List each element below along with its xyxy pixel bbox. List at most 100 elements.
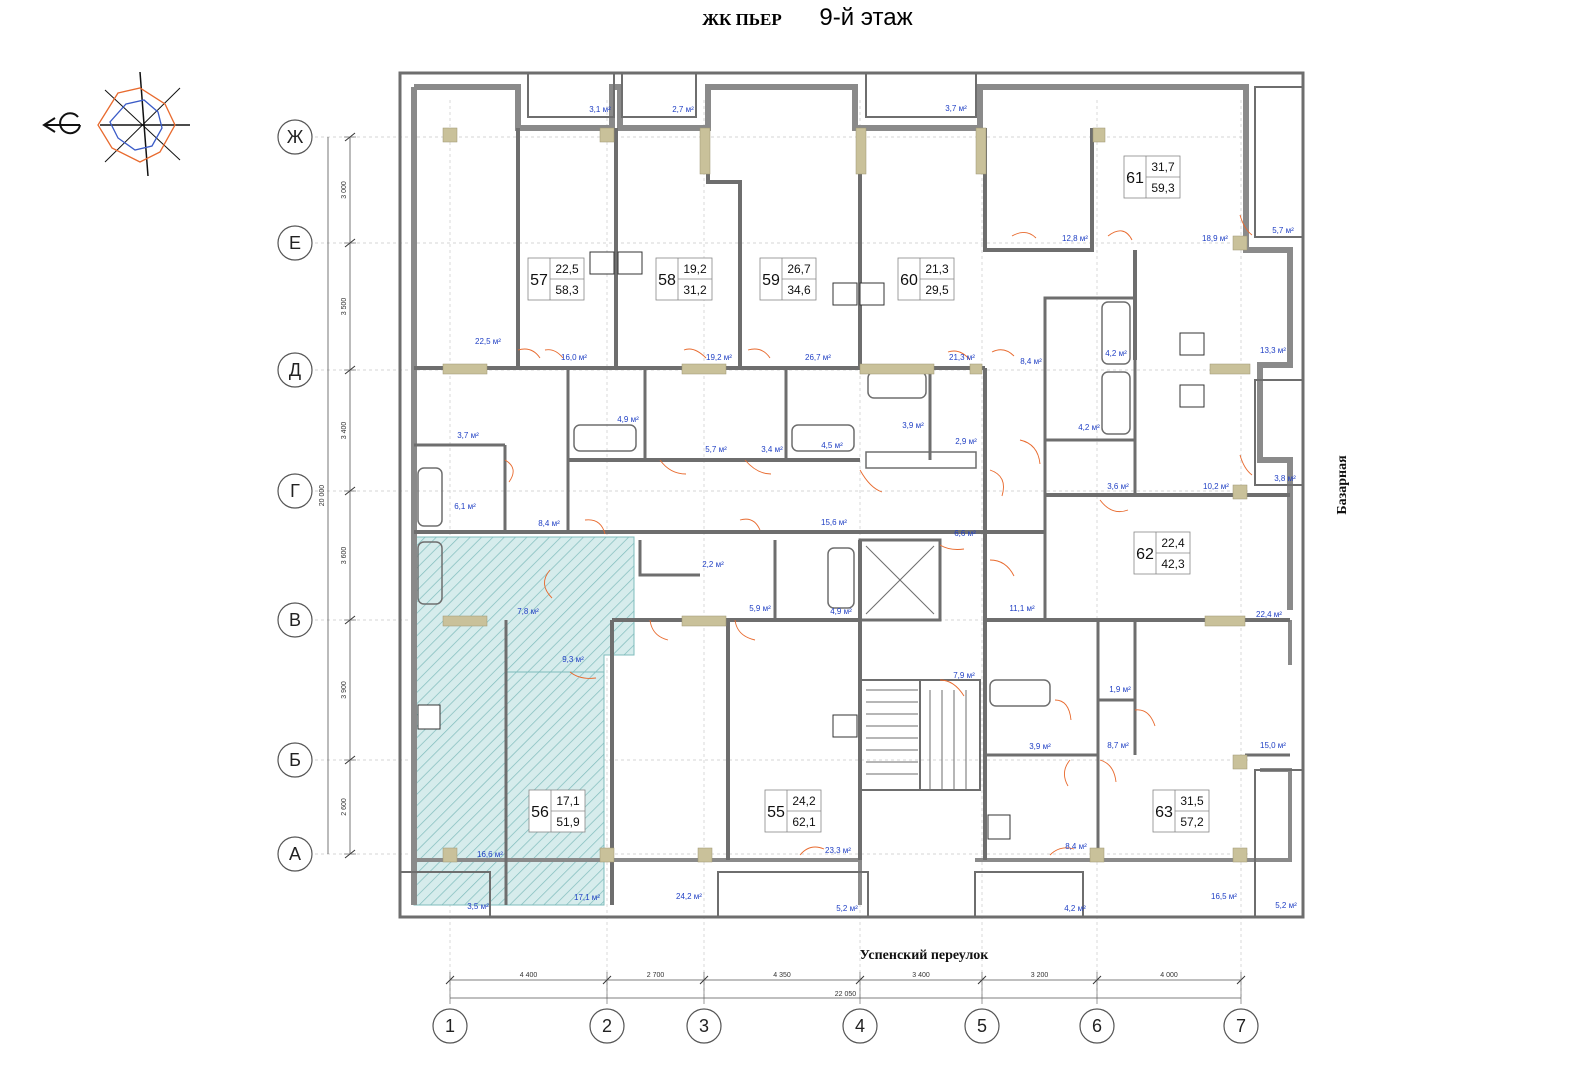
apartment-total-area: 59,3 [1151, 181, 1175, 195]
room-area: 3,9 м² [1029, 742, 1051, 751]
room-area: 8,4 м² [1020, 357, 1042, 366]
room-area: 3,7 м² [945, 104, 967, 113]
apartment-number: 63 [1155, 804, 1173, 821]
row-axis-6: Б [277, 742, 313, 778]
row-dimension: 3 000 [341, 181, 348, 199]
column-axis-label: 2 [602, 1016, 612, 1036]
building-walls [398, 71, 1305, 919]
room-area: 5,9 м² [749, 604, 771, 613]
column-axis-7: 7 [1223, 1008, 1259, 1044]
room-area: 5,2 м² [1275, 901, 1297, 910]
row-dimension: 3 900 [341, 681, 348, 699]
apartment-living-area: 21,3 [925, 262, 949, 276]
room-area: 3,7 м² [457, 431, 479, 440]
column-dimension: 3 400 [912, 972, 930, 979]
apartment-living-area: 24,2 [792, 794, 816, 808]
column-axis-label: 6 [1092, 1016, 1102, 1036]
room-area: 22,4 м² [1256, 610, 1282, 619]
apartment-living-area: 31,7 [1151, 160, 1175, 174]
column-dimension: 4 000 [1160, 972, 1178, 979]
room-area-labels: 3,1 м² 2,7 м² 3,7 м² 12,8 м² 18,9 м² 5,7 м² 22… [454, 104, 1297, 913]
column-dimension: 4 350 [773, 972, 791, 979]
wind-rose-icon [42, 71, 190, 177]
row-axis-markers: Ж Е Д Г В Б А [277, 119, 313, 872]
room-area: 7,8 м² [517, 607, 539, 616]
column-axis-5: 5 [964, 1008, 1000, 1044]
room-area: 7,9 м² [953, 671, 975, 680]
room-area: 3,4 м² [761, 445, 783, 454]
row-axis-label: Г [290, 481, 300, 501]
room-area: 23,3 м² [825, 846, 851, 855]
page-title: ЖК ПЬЕР 9-й этаж [702, 4, 912, 31]
row-axis-3: Д [277, 352, 313, 388]
column-axis-6: 6 [1079, 1008, 1115, 1044]
column-dimension: 4 400 [520, 972, 538, 979]
room-area: 10,2 м² [1203, 482, 1229, 491]
apartment-60-label: 60 21,3 29,5 [897, 257, 955, 301]
room-area: 9,3 м² [562, 655, 584, 664]
apartment-living-area: 22,4 [1161, 536, 1185, 550]
apartment-living-area: 22,5 [555, 262, 579, 276]
room-area: 18,9 м² [1202, 234, 1228, 243]
column-axis-2: 2 [589, 1008, 625, 1044]
room-area: 5,7 м² [705, 445, 727, 454]
apartment-total-area: 31,2 [683, 283, 707, 297]
apartment-56-highlight [413, 536, 635, 906]
apartment-total-area: 62,1 [792, 815, 816, 829]
apartment-living-area: 17,1 [556, 794, 580, 808]
row-axis-label: В [289, 610, 301, 630]
row-dimension: 3 600 [341, 547, 348, 565]
room-area: 22,5 м² [475, 337, 501, 346]
apartment-living-area: 19,2 [683, 262, 707, 276]
row-axis-label: Д [289, 360, 301, 380]
column-axis-label: 4 [855, 1016, 865, 1036]
apartment-number: 58 [658, 272, 676, 289]
floor-label: 9-й этаж [819, 4, 912, 31]
apartment-number: 62 [1136, 546, 1154, 563]
room-area: 4,2 м² [1064, 904, 1086, 913]
street-bottom: Успенский переулок [860, 948, 990, 963]
room-area: 17,1 м² [574, 893, 600, 902]
apartment-living-area: 31,5 [1180, 794, 1204, 808]
column-axis-label: 7 [1236, 1016, 1246, 1036]
structural-columns [442, 127, 1251, 863]
apartment-62-label: 62 22,4 42,3 [1133, 531, 1191, 575]
room-area: 4,2 м² [1078, 423, 1100, 432]
room-area: 13,3 м² [1260, 346, 1286, 355]
room-area: 4,9 м² [830, 607, 852, 616]
apartment-total-area: 57,2 [1180, 815, 1204, 829]
apartment-total-area: 58,3 [555, 283, 579, 297]
apartment-total-area: 42,3 [1161, 557, 1185, 571]
room-area: 2,7 м² [672, 105, 694, 114]
room-area: 4,9 м² [617, 415, 639, 424]
room-area: 3,1 м² [589, 105, 611, 114]
room-area: 26,7 м² [805, 353, 831, 362]
apartment-total-area: 29,5 [925, 283, 949, 297]
row-axis-label: Е [289, 233, 301, 253]
column-axis-3: 3 [686, 1008, 722, 1044]
row-axis-2: Е [277, 225, 313, 261]
room-area: 8,7 м² [1107, 741, 1129, 750]
room-area: 19,2 м² [706, 353, 732, 362]
apartment-labels: 5722,558,35819,231,25926,734,66021,329,5… [527, 155, 1210, 833]
row-axis-1: Ж [277, 119, 313, 155]
room-area: 21,3 м² [949, 353, 975, 362]
row-axis-label: Ж [287, 127, 304, 147]
room-area: 16,0 м² [561, 353, 587, 362]
row-axis-label: А [289, 844, 301, 864]
street-right: Базарная [1335, 455, 1350, 515]
room-area: 5,2 м² [836, 904, 858, 913]
room-area: 15,0 м² [1260, 741, 1286, 750]
room-area: 12,8 м² [1062, 234, 1088, 243]
apartment-number: 60 [900, 272, 918, 289]
complex-name: ЖК ПЬЕР [702, 10, 782, 29]
room-area: 3,6 м² [1107, 482, 1129, 491]
column-dimension: 2 700 [647, 972, 665, 979]
room-area: 16,5 м² [1211, 892, 1237, 901]
row-dimension: 3 400 [341, 422, 348, 440]
column-dimension: 3 200 [1031, 972, 1049, 979]
